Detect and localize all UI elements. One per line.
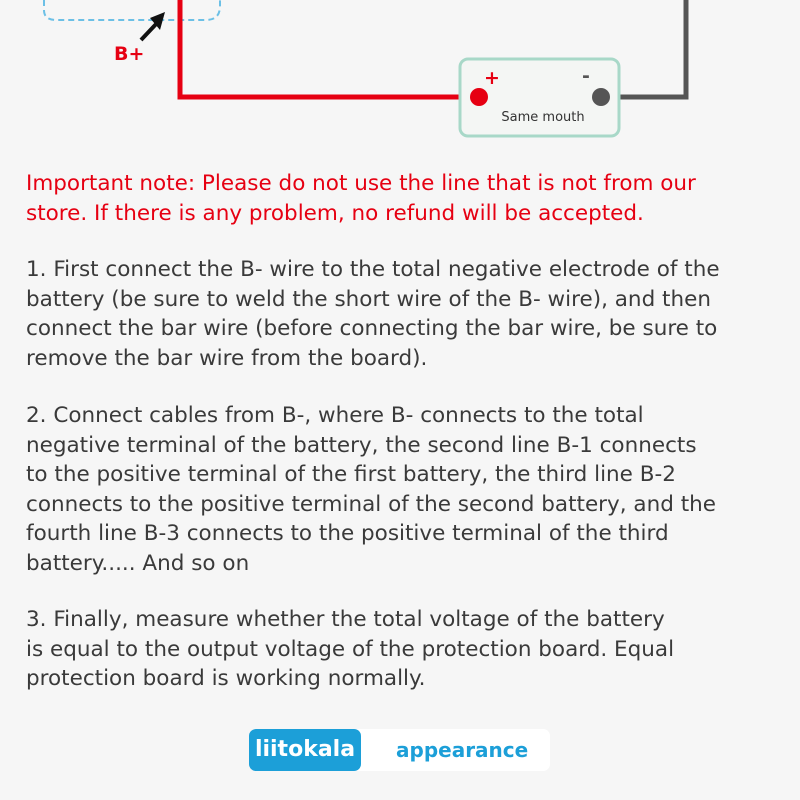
bplus-arrow-head bbox=[150, 12, 165, 30]
plus-sign: + bbox=[484, 67, 500, 89]
important-note: Important note: Please do not use the li… bbox=[26, 171, 696, 226]
step-1-text: 1. First connect the B- wire to the tota… bbox=[26, 257, 720, 371]
positive-terminal-dot bbox=[470, 88, 488, 106]
dashed-board-outline bbox=[43, 0, 221, 21]
positive-wire bbox=[177, 0, 479, 100]
negative-wire bbox=[601, 0, 689, 100]
minus-sign: - bbox=[582, 65, 590, 87]
negative-terminal-dot bbox=[592, 88, 610, 106]
wiring-diagram: B+ + - Same mouth bbox=[43, 0, 689, 138]
brand-logo: liitokala bbox=[249, 729, 361, 771]
bplus-label: B+ bbox=[114, 43, 144, 65]
step-2-text: 2. Connect cables from B-, where B- conn… bbox=[26, 403, 716, 576]
appearance-tab: appearance bbox=[396, 738, 529, 762]
output-port-box bbox=[458, 57, 621, 138]
bplus-arrow-shaft bbox=[139, 20, 160, 42]
port-label: Same mouth bbox=[501, 110, 584, 125]
step-3-text: 3. Finally, measure whether the total vo… bbox=[26, 607, 675, 691]
brand-bar: liitokala appearance bbox=[249, 729, 550, 771]
